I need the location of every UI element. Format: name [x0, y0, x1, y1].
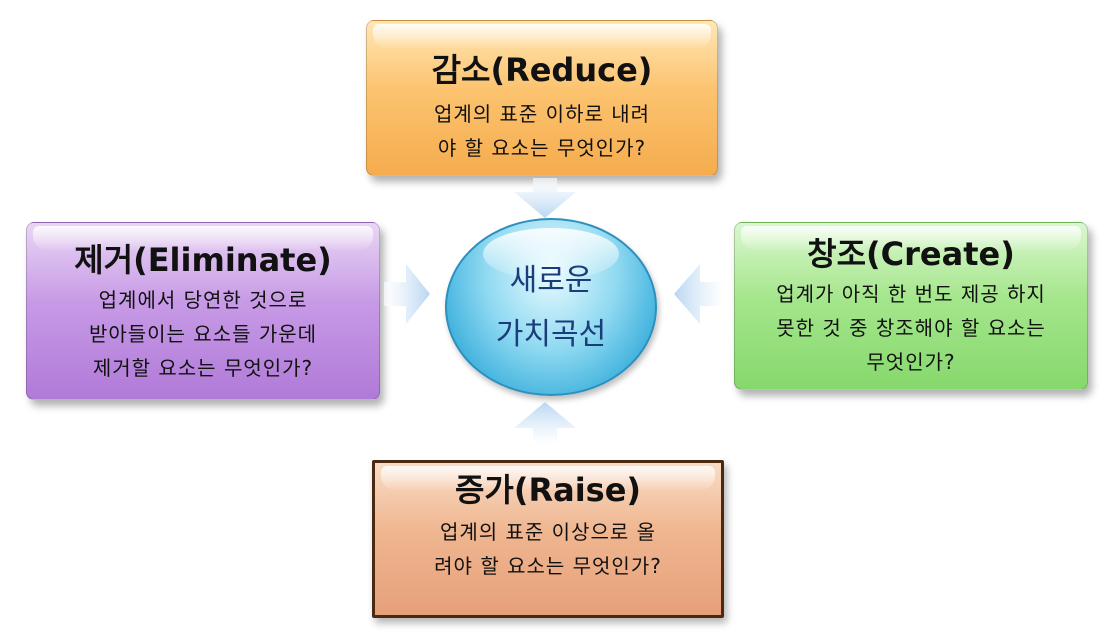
reduce-description: 업계의 표준 이하로 내려 야 할 요소는 무엇인가? [433, 102, 651, 160]
center-label: 새로운 가치곡선 [495, 263, 607, 352]
create-title: 창조(Create) [807, 235, 1015, 273]
raise-description: 업계의 표준 이상으로 올 려야 할 요소는 무엇인가? [434, 520, 662, 578]
create-box: 창조(Create) 업계가 아직 한 번도 제공 하지 못한 것 중 창조해야… [734, 222, 1088, 390]
raise-title: 증가(Raise) [454, 471, 642, 509]
reduce-title: 감소(Reduce) [431, 51, 653, 89]
reduce-box: 감소(Reduce) 업계의 표준 이하로 내려 야 할 요소는 무엇인가? [366, 20, 718, 176]
eliminate-box: 제거(Eliminate) 업계에서 당연한 것으로 받아들이는 요소들 가운데… [26, 222, 380, 400]
eliminate-description: 업계에서 당연한 것으로 받아들이는 요소들 가운데 제거할 요소는 무엇인가? [88, 288, 318, 380]
arrow-left-icon [674, 264, 724, 324]
arrow-up-icon [514, 402, 576, 444]
create-description: 업계가 아직 한 번도 제공 하지 못한 것 중 창조해야 할 요소는 무엇인가… [776, 282, 1046, 374]
arrow-down-icon [514, 178, 576, 218]
raise-box: 증가(Raise) 업계의 표준 이상으로 올 려야 할 요소는 무엇인가? [372, 460, 724, 618]
new-value-curve-circle: 새로운 가치곡선 [445, 218, 657, 396]
eliminate-title: 제거(Eliminate) [74, 241, 332, 279]
arrow-right-icon [384, 264, 430, 324]
